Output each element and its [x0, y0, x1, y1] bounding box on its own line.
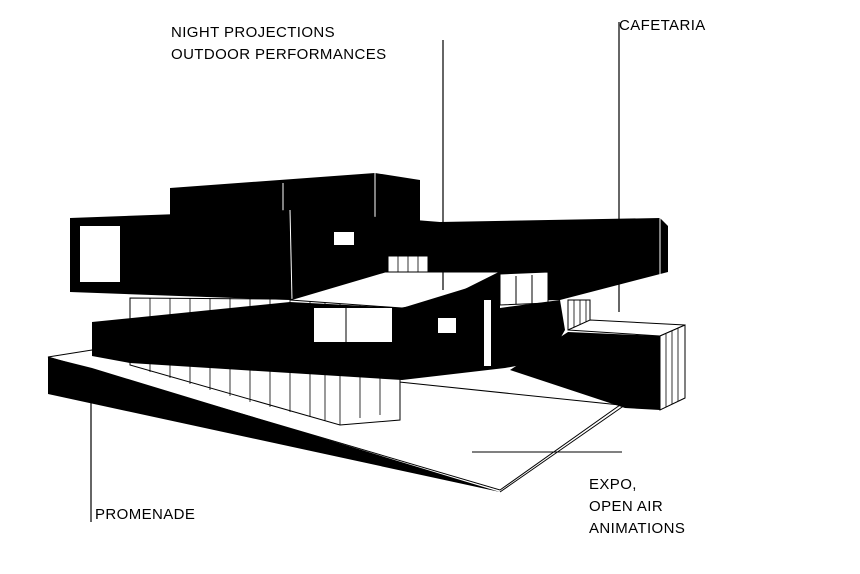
- upper-slit: [499, 271, 549, 306]
- window-large-left: [80, 226, 120, 282]
- label-promenade: PROMENADE: [95, 504, 195, 526]
- label-expo-line-1: EXPO,: [589, 476, 637, 493]
- label-expo-line-2: OPEN AIR: [589, 498, 664, 515]
- door-slot: [484, 300, 491, 366]
- label-night-line-2: OUTDOOR PERFORMANCES: [171, 46, 387, 63]
- cafetaria-mass: [510, 332, 660, 410]
- label-cafetaria-line-1: CAFETARIA: [619, 17, 706, 34]
- label-cafetaria: CAFETARIA: [619, 15, 706, 37]
- label-night-projections: NIGHT PROJECTIONS OUTDOOR PERFORMANCES: [171, 22, 387, 66]
- window-band-lower: [314, 308, 392, 342]
- ground-edge-line: [499, 404, 626, 493]
- label-promenade-line-1: PROMENADE: [95, 506, 196, 523]
- promenade-wedge: [48, 357, 500, 492]
- label-expo: EXPO, OPEN AIR ANIMATIONS: [589, 474, 685, 540]
- top-block: [170, 173, 420, 222]
- window-small-upper: [334, 232, 354, 245]
- window-small-lower: [438, 318, 456, 333]
- label-night-line-1: NIGHT PROJECTIONS: [171, 24, 336, 41]
- cafetaria-side-glazing: [659, 324, 686, 411]
- label-expo-line-3: ANIMATIONS: [589, 520, 686, 537]
- roof-terrace: [289, 271, 501, 309]
